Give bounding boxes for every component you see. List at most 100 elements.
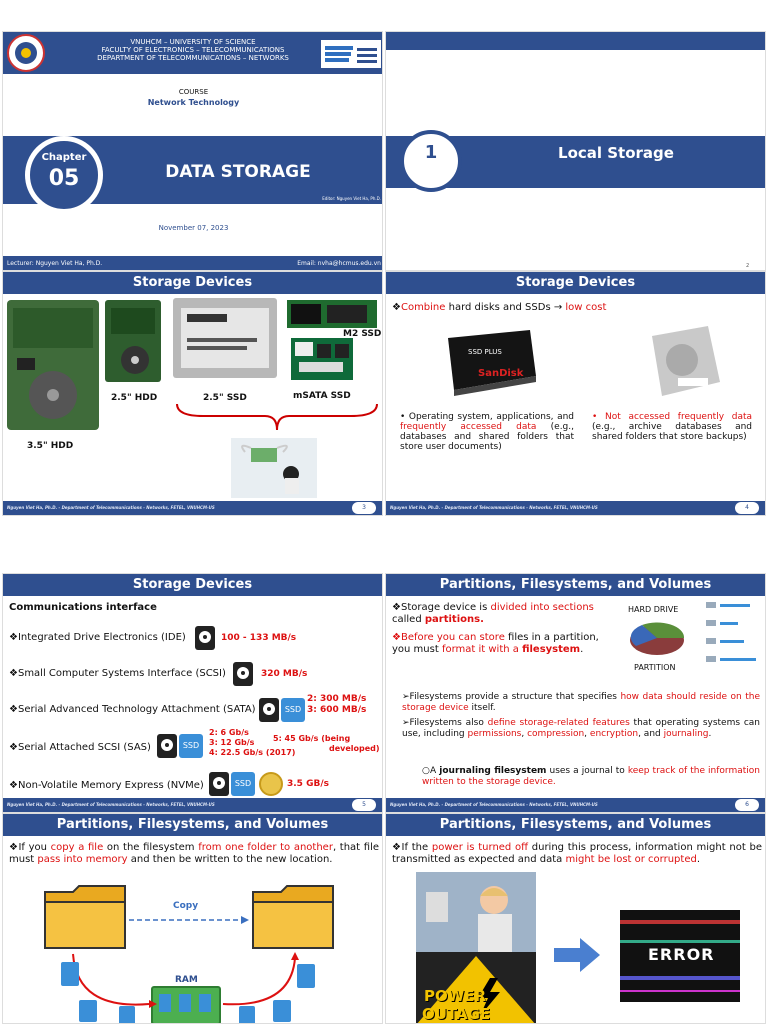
copy-arrow <box>129 910 249 924</box>
slide-section-local-storage: 1 Local Storage 2 <box>385 31 766 271</box>
s7b: copy a file <box>50 842 104 853</box>
s7e: , that file must <box>9 842 379 865</box>
hdd-35-label: 3.5" HDD <box>27 441 74 451</box>
msata-ssd-label: mSATA SSD <box>293 391 351 401</box>
sas-speed-2: 2: 6 Gb/s <box>209 728 249 737</box>
ide-speed: 100 - 133 MB/s <box>221 633 297 643</box>
destination-folder-icon <box>251 882 335 952</box>
b2g: , <box>584 729 590 739</box>
slide-title: VNUHCM – UNIVERSITY OF SCIENCE FACULTY O… <box>2 31 383 271</box>
scsi-speed: 320 MB/s <box>261 669 308 679</box>
slide-footer: Nguyen Viet Ha, Ph.D. - Department of Te… <box>3 501 382 515</box>
p1d: partitions. <box>424 614 484 625</box>
hdd-35-image <box>7 300 99 430</box>
b2f: compression <box>527 729 585 739</box>
chapter-number: 05 <box>48 166 80 191</box>
b2e: , <box>521 729 528 739</box>
slide-header: Partitions, Filesystems, and Volumes <box>386 814 765 836</box>
partition-label: PARTITION <box>634 663 676 672</box>
p2b: store <box>479 632 505 643</box>
ssd-25-label: 2.5" SSD <box>203 393 247 403</box>
slide-header: Partitions, Filesystems, and Volumes <box>3 814 382 836</box>
hdd-icon <box>195 626 215 650</box>
department-logo <box>321 40 381 68</box>
slide-copy-through-memory: Partitions, Filesystems, and Volumes ❖If… <box>2 813 383 1024</box>
sas-label: Serial Attached SCSI (SAS) <box>17 742 151 753</box>
outage-text: OUTAGE <box>422 1005 491 1023</box>
section-number: 1 <box>424 142 438 163</box>
scsi-label: Small Computer Systems Interface (SCSI) <box>17 668 226 679</box>
s7d: from one folder to another <box>198 842 333 853</box>
slide-footer: Nguyen Viet Ha, Ph.D. - Department of Te… <box>386 501 765 515</box>
combine-line: ❖Combine hard disks and SSDs → low cost <box>392 302 607 313</box>
slide-power-outage: Partitions, Filesystems, and Volumes ❖If… <box>385 813 766 1024</box>
arrow-right-icon <box>554 938 600 972</box>
p2d: format it with a <box>441 644 523 655</box>
chapter-label: Chapter <box>41 152 87 163</box>
lecturer-name: Lecturer: Nguyen Viet Ha, Ph.D. <box>7 260 103 267</box>
slide-header: Storage Devices <box>3 272 382 294</box>
section-number-badge <box>400 130 462 192</box>
copy-label: Copy <box>173 901 199 911</box>
b1c: itself. <box>468 703 496 713</box>
sas-item: ❖Serial Attached SCSI (SAS) <box>9 742 151 753</box>
nvme-speed: 3.5 GB/s <box>287 779 329 789</box>
drive-list-image <box>706 598 764 674</box>
hot-data-bullet: • Operating system, applications, and fr… <box>400 412 575 452</box>
p2f: . <box>580 644 584 655</box>
s7c: on the filesystem <box>103 842 199 853</box>
power-outage-sign <box>416 952 536 1023</box>
s7g: and then be written to the new location. <box>127 854 333 865</box>
b2a: Filesystems also <box>409 718 488 728</box>
b2b: define storage-related features <box>487 718 630 728</box>
partition-pie-image <box>628 618 686 658</box>
c1a: A <box>430 766 440 776</box>
ssd-icon: SSD <box>281 698 305 722</box>
sas-speed-5b: developed) <box>329 744 380 753</box>
hdd-icon <box>233 662 253 686</box>
p1b: divided into sections <box>490 602 594 613</box>
sas-speed-5a: 5: 45 Gb/s (being <box>273 734 351 743</box>
m2-ssd-image <box>287 300 377 328</box>
ssd-plus-text: SSD PLUS <box>468 348 502 356</box>
document-icon <box>119 1006 135 1023</box>
cold-data-a: Not accessed frequently data <box>605 412 753 422</box>
university-name: VNUHCM – UNIVERSITY OF SCIENCE <box>130 38 256 46</box>
filesystem-structure-bullet: ➢Filesystems provide a structure that sp… <box>402 692 760 713</box>
copy-explanation: ❖If you copy a file on the filesystem fr… <box>9 842 379 865</box>
slide-footer: Nguyen Viet Ha, Ph.D. - Department of Te… <box>3 798 382 812</box>
m2-ssd-label: M2 SSD <box>343 329 382 339</box>
b2d: permissions <box>467 729 522 739</box>
title-footer <box>3 256 382 270</box>
ssd-icon: SSD <box>231 772 255 796</box>
slide-partitions-filesystems: Partitions, Filesystems, and Volumes ❖St… <box>385 573 766 813</box>
combine-middle: hard disks and SSDs → <box>445 302 566 313</box>
section-page-number: 2 <box>746 263 750 269</box>
format-requirement: ❖Before you can store files in a partiti… <box>392 632 599 655</box>
deck-date: November 07, 2023 <box>158 224 229 232</box>
hdd-icon <box>157 734 177 758</box>
slide-header: Storage Devices <box>386 272 765 294</box>
hot-data-a: Operating system, applications, and <box>408 412 575 422</box>
page-number: 5 <box>352 799 376 811</box>
b2i: , and <box>638 729 664 739</box>
sandisk-text: SanDisk <box>478 368 524 379</box>
s8a: If the <box>401 842 432 853</box>
child-plug-photo <box>416 872 536 952</box>
course-label: COURSE <box>178 88 209 96</box>
editor-credit: Editor: Nguyen Viet Ha, Ph.D. <box>322 196 381 201</box>
c1c: uses a journal to <box>546 766 628 776</box>
s8e: . <box>696 854 701 865</box>
page-number: 6 <box>735 799 759 811</box>
ide-label: Integrated Drive Electronics (IDE) <box>17 632 186 643</box>
sata-speed-2: 2: 300 MB/s <box>307 694 367 704</box>
chapter-badge <box>25 136 103 214</box>
hdd-icon <box>209 772 229 796</box>
outage-explanation: ❖If the power is turned off during this … <box>392 842 762 865</box>
hard-drive-label: HARD DRIVE <box>628 605 679 614</box>
ssd-25-image <box>173 298 277 378</box>
section-title: Local Storage <box>558 144 674 162</box>
journaling-bullet: ○A journaling filesystem uses a journal … <box>422 766 760 787</box>
slide-header: Storage Devices <box>3 574 382 596</box>
cold-data-b: (e.g., archive databases and shared fold… <box>592 422 752 442</box>
